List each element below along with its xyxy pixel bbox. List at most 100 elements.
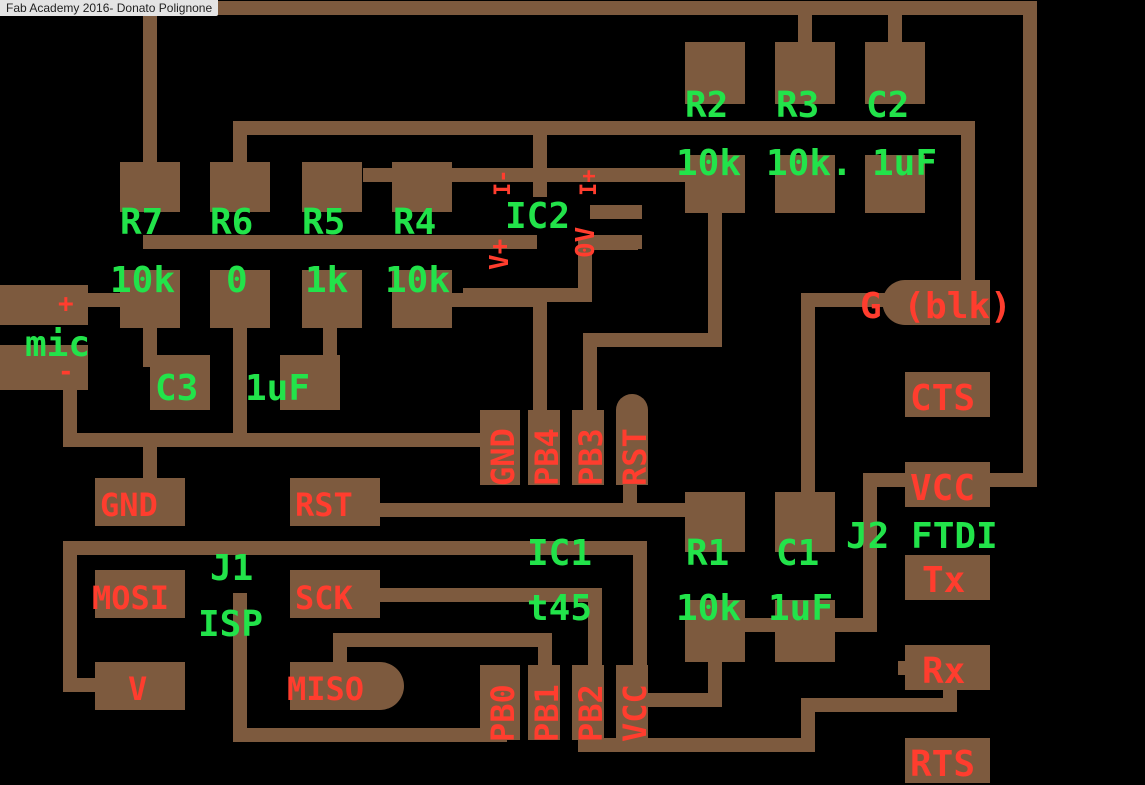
label-rst-pad: RST <box>295 486 353 524</box>
trace-top-loop <box>143 1 1037 487</box>
label-pin-pb0: PB0 <box>484 684 522 742</box>
pad-ic2-5 <box>590 236 638 250</box>
trace-r2-pb3 <box>583 193 722 427</box>
pad-c3-b <box>280 355 340 410</box>
label-r3: R3 <box>776 85 819 126</box>
label-r7: R7 <box>120 202 163 243</box>
pad-c1-a <box>775 492 835 552</box>
pad-c1-b <box>775 600 835 662</box>
pad-r6-b <box>210 270 270 328</box>
label-cts: CTS <box>910 378 975 419</box>
label-v: V <box>128 670 147 708</box>
pads <box>0 42 990 783</box>
label-r3-value: 10k. <box>766 143 853 184</box>
pad-sck <box>290 570 380 618</box>
label-pin-pb2: PB2 <box>572 684 610 742</box>
window-title: Fab Academy 2016- Donato Polignone <box>0 0 219 16</box>
pad-r5-a <box>302 162 362 212</box>
label-ic2-i-minus: I- <box>491 170 516 197</box>
pad-r2-b <box>685 155 745 213</box>
pad-ic1-pb2 <box>572 665 604 740</box>
label-ic1: IC1 <box>527 533 592 574</box>
label-mic: mic <box>25 324 90 365</box>
label-pin-vcc: VCC <box>616 684 654 742</box>
pad-r5-b <box>302 270 362 328</box>
label-r5: R5 <box>302 202 345 243</box>
pad-r1-b <box>685 600 745 662</box>
label-r4-value: 10k <box>385 260 450 301</box>
label-j2: J2 FTDI <box>846 516 998 557</box>
pad-gnd <box>95 478 185 526</box>
label-ic1-value: t45 <box>527 588 592 629</box>
label-pin-pb1: PB1 <box>528 684 566 742</box>
pad-r3-a <box>775 42 835 104</box>
trace-r2-r3-top <box>798 1 902 47</box>
label-pin-rst: RST <box>616 428 654 486</box>
pad-rts <box>905 738 990 783</box>
pad-r4-b <box>392 270 452 328</box>
pad-r4-a <box>392 162 452 212</box>
label-pin-pb3: PB3 <box>572 428 610 486</box>
pad-r7-b <box>120 270 180 328</box>
label-c3-value: 1uF <box>245 368 310 409</box>
label-mic-minus: - <box>58 357 74 387</box>
label-vcc-ftdi: VCC <box>910 468 975 509</box>
pad-ic1-pb3 <box>572 410 604 485</box>
label-pin-pb4: PB4 <box>528 428 566 486</box>
pad-rx <box>905 645 990 690</box>
pad-ic1-vcc <box>616 665 648 740</box>
pad-ic2-4 <box>590 205 638 219</box>
trace-vcc-rail-top <box>233 121 975 307</box>
pad-mosi <box>95 570 185 618</box>
pad-ic2-2 <box>458 236 508 248</box>
pad-rst <box>290 478 380 526</box>
label-rx: Rx <box>922 651 965 692</box>
label-ic2-i-plus: I+ <box>577 170 602 197</box>
label-c1: C1 <box>776 533 819 574</box>
pad-miso <box>290 662 404 710</box>
pad-tx <box>905 555 990 600</box>
label-j1: J1 <box>210 548 253 589</box>
label-rts: RTS <box>910 744 975 785</box>
label-c2-value: 1uF <box>872 143 937 184</box>
label-r5-value: 1k <box>305 260 349 301</box>
pad-r2-a <box>685 42 745 104</box>
pad-mic-plus <box>0 285 88 325</box>
label-c1-value: 1uF <box>768 588 833 629</box>
label-r2-value: 10k <box>676 143 741 184</box>
pad-r6-a <box>210 162 270 212</box>
trace-r4-ic2 <box>413 238 592 427</box>
label-ic2: IC2 <box>505 196 570 237</box>
pad-r3-b <box>775 155 835 213</box>
pad-ic2-1 <box>458 170 508 182</box>
pad-ic1-pb1 <box>528 665 560 740</box>
pad-g-blk <box>882 280 990 325</box>
pad-cts <box>905 372 990 417</box>
pad-r1-a <box>685 492 745 552</box>
label-j1-value: ISP <box>198 604 263 645</box>
pad-c3-a <box>150 355 210 410</box>
pad-ic2-3 <box>565 170 615 182</box>
pad-v <box>95 662 185 710</box>
label-c3: C3 <box>155 368 198 409</box>
label-ic2-zero-v: 0V <box>571 227 601 258</box>
label-c2: C2 <box>866 85 909 126</box>
pad-vcc-ftdi <box>905 462 990 507</box>
label-mic-plus: + <box>58 289 74 319</box>
label-tx: Tx <box>922 560 965 601</box>
label-pin-gnd: GND <box>484 428 522 486</box>
label-r1-value: 10k <box>676 588 741 629</box>
pad-ic1-pb0 <box>480 665 520 740</box>
trace-g-blk <box>801 293 907 507</box>
label-ic2-vplus: V+ <box>485 239 515 270</box>
label-r6-value: 0 <box>226 260 248 301</box>
pad-ic1-gnd <box>480 410 520 485</box>
labels: R7 10k R6 0 R5 1k R4 10k IC2 mic C3 1uF … <box>25 85 1012 785</box>
label-g-blk: G (blk) <box>860 286 1012 327</box>
label-r4: R4 <box>393 202 436 243</box>
pad-c2-b <box>865 155 925 213</box>
pad-ic1-pb4 <box>528 410 560 485</box>
label-r6: R6 <box>210 202 253 243</box>
